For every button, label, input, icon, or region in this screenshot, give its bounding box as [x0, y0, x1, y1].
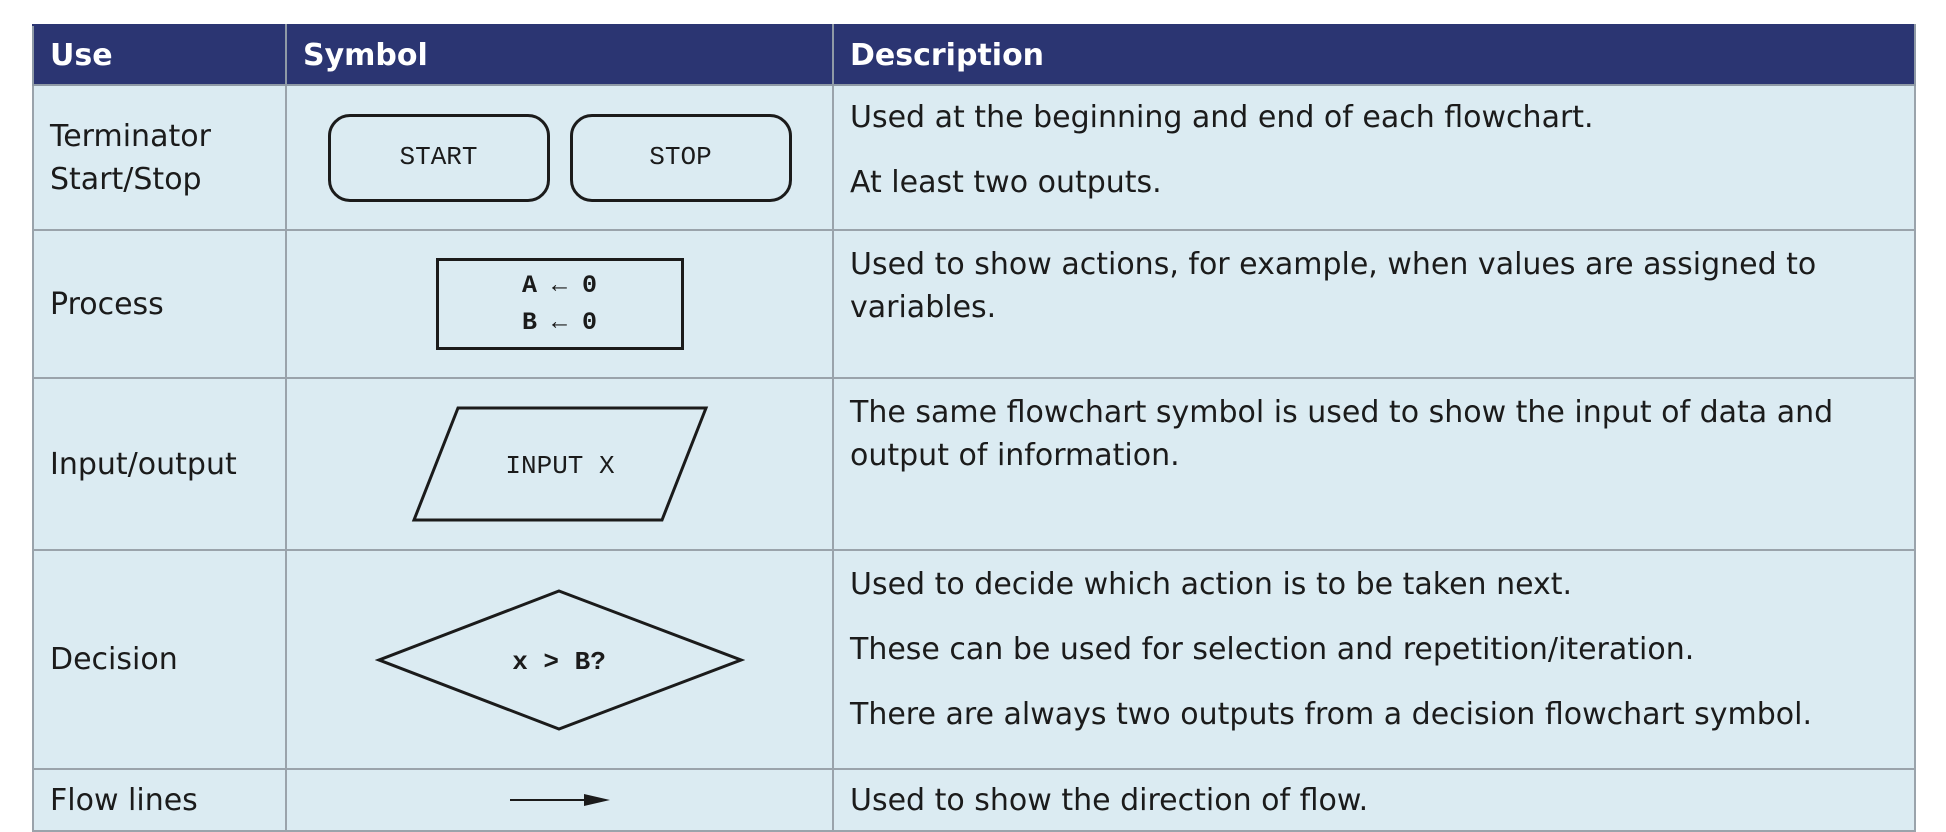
table-row-flow-lines: Flow lines Used to show the direction of… — [32, 768, 1916, 832]
use-cell-decision: Decision — [32, 549, 287, 770]
flowchart-symbols-table: Use Symbol Description Terminator Start/… — [32, 24, 1916, 832]
description-cell-process: Used to show actions, for example, when … — [832, 229, 1916, 379]
use-label-line: Input/output — [50, 446, 237, 482]
process-rectangle-symbol: A ← 0 B ← 0 — [435, 258, 684, 350]
use-label-line: Start/Stop — [50, 161, 202, 197]
terminator-stop-symbol: STOP — [569, 113, 792, 202]
symbol-cell-input-output: INPUT X — [285, 377, 834, 551]
table-row-process: Process A ← 0 B ← 0 Used to show actions… — [32, 229, 1916, 379]
symbol-cell-terminator: START STOP — [285, 84, 834, 231]
description-text: There are always two outputs from a deci… — [850, 697, 1813, 732]
description-text: The same flowchart symbol is used to sho… — [850, 395, 1834, 473]
description-cell-flow-lines: Used to show the direction of flow. — [832, 768, 1916, 832]
use-label-line: Flow lines — [50, 782, 198, 818]
arrow-head — [583, 794, 610, 806]
table-row-terminator: Terminator Start/Stop START STOP Used at… — [32, 84, 1916, 231]
header-use: Use — [32, 24, 287, 86]
description-text: Used to show the direction of flow. — [850, 782, 1369, 818]
header-description: Description — [832, 24, 1916, 86]
parallelogram-label: INPUT X — [505, 451, 615, 481]
description-cell-terminator: Used at the beginning and end of each fl… — [832, 84, 1916, 231]
terminator-start-symbol: START — [327, 113, 550, 202]
arrow-right-icon — [509, 794, 610, 806]
description-text: Used to decide which action is to be tak… — [850, 567, 1573, 602]
use-cell-input-output: Input/output — [32, 377, 287, 551]
use-label-line: Decision — [50, 642, 178, 677]
table-row-input-output: Input/output INPUT X The same flowchart … — [32, 377, 1916, 551]
process-line-a: A ← 0 — [521, 271, 597, 300]
description-cell-decision: Used to decide which action is to be tak… — [832, 549, 1916, 770]
use-label-line: Process — [50, 286, 164, 322]
flowchart-symbols-table-wrapper: Use Symbol Description Terminator Start/… — [32, 24, 1916, 832]
description-text: At least two outputs. — [850, 165, 1162, 200]
symbol-cell-flow-lines — [285, 768, 834, 832]
description-text: Used at the beginning and end of each fl… — [850, 100, 1594, 135]
description-text: Used to show actions, for example, when … — [850, 247, 1817, 325]
header-row: Use Symbol Description — [32, 24, 1916, 86]
description-cell-input-output: The same flowchart symbol is used to sho… — [832, 377, 1916, 551]
use-cell-terminator: Terminator Start/Stop — [32, 84, 287, 231]
header-symbol: Symbol — [285, 24, 834, 86]
use-cell-process: Process — [32, 229, 287, 379]
diamond-shape — [374, 588, 745, 731]
table-row-decision: Decision x > B? Used to decide which act… — [32, 549, 1916, 770]
symbol-cell-process: A ← 0 B ← 0 — [285, 229, 834, 379]
diamond-label: x > B? — [512, 647, 606, 677]
diamond-symbol: x > B? — [374, 588, 745, 731]
process-line-b: B ← 0 — [521, 308, 597, 337]
use-label-line: Terminator — [50, 118, 211, 154]
parallelogram-symbol: INPUT X — [411, 406, 708, 522]
symbol-cell-decision: x > B? — [285, 549, 834, 770]
parallelogram-shape — [411, 406, 708, 522]
use-cell-flow-lines: Flow lines — [32, 768, 287, 832]
description-text: These can be used for selection and repe… — [850, 632, 1695, 667]
